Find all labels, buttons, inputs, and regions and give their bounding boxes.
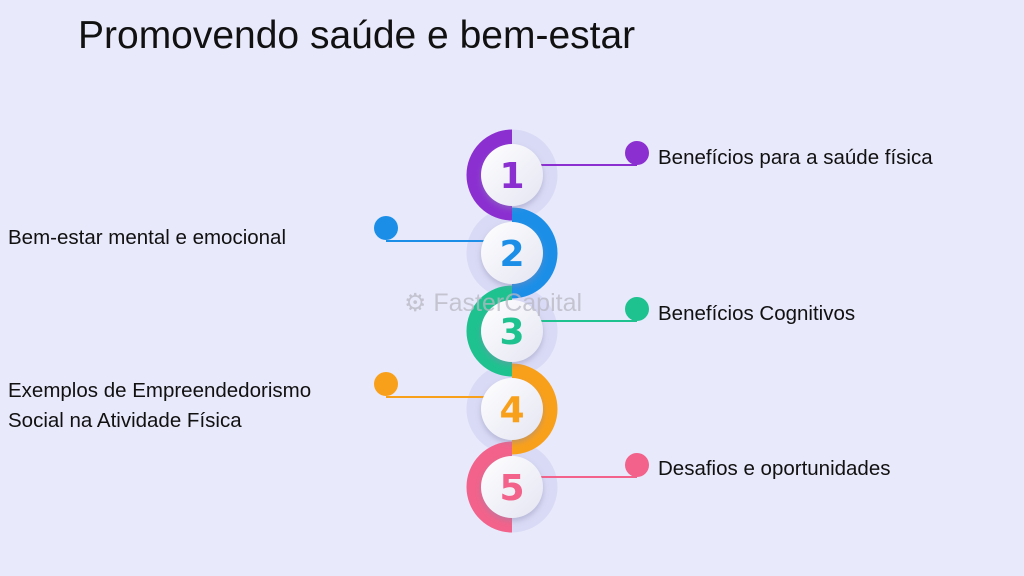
step-2-number: 2 <box>499 234 524 275</box>
step-4-label-line2: Social na Atividade Física <box>8 409 242 432</box>
step-5-label: Desafios e oportunidades <box>658 457 891 480</box>
step-4-ring-pale <box>466 363 513 455</box>
step-4-number: 4 <box>499 390 524 431</box>
step-5-ring-arc <box>466 441 513 533</box>
step-3-ring-pale <box>511 285 558 377</box>
step-1-label: Benefícios para a saúde física <box>658 146 933 169</box>
step-3-number: 3 <box>499 312 524 353</box>
step-5-ring-pale <box>511 441 558 533</box>
step-4-dot <box>374 372 398 396</box>
step-2-dot <box>374 216 398 240</box>
step-1-badge <box>481 144 543 206</box>
step-2-badge <box>481 222 543 284</box>
step-1-ring-pale <box>511 129 558 221</box>
step-3-label: Benefícios Cognitivos <box>658 302 856 325</box>
step-1-dot <box>625 141 649 165</box>
step-2-ring-pale <box>466 207 513 299</box>
step-3-badge <box>481 300 543 362</box>
step-4-badge <box>481 378 543 440</box>
page-title: Promovendo saúde e bem-estar <box>78 14 636 57</box>
step-5-number: 5 <box>499 468 524 509</box>
step-3-dot <box>625 297 649 321</box>
step-1-ring-arc <box>466 129 513 221</box>
watermark-text: FasterCapital <box>433 289 583 317</box>
step-4-label-line1: Exemplos de Empreendedorismo <box>8 379 312 402</box>
step-2-ring-arc <box>511 207 558 299</box>
step-5-dot <box>625 453 649 477</box>
step-1-number: 1 <box>499 156 524 197</box>
step-5-badge <box>481 456 543 518</box>
step-2-label: Bem-estar mental e emocional <box>8 226 287 249</box>
step-4-label: Exemplos de Empreendedorismo Social na A… <box>8 376 311 436</box>
step-3-ring-arc <box>466 285 513 377</box>
watermark-logo: ⚙ FasterCapital <box>404 289 583 317</box>
step-4-ring-arc <box>511 363 558 455</box>
